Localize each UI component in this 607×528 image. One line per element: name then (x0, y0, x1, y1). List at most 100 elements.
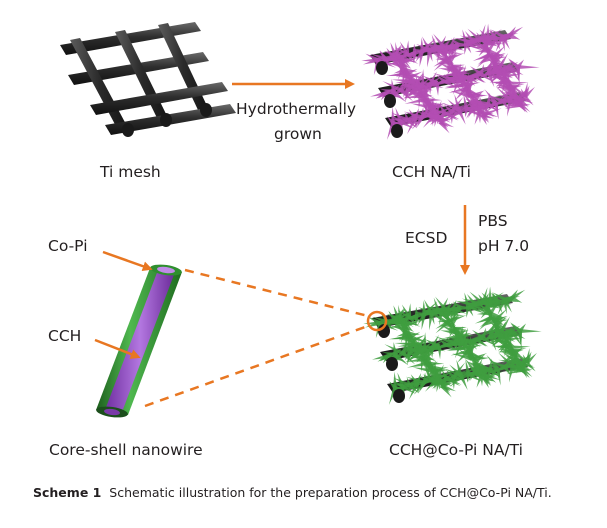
nanowire-spike (382, 352, 396, 357)
nanowire-spike (406, 71, 427, 80)
nanowire-spike (404, 97, 426, 104)
nanowire-spike (440, 297, 449, 311)
nanowire-spike (372, 316, 389, 324)
nanowire-spike (510, 289, 526, 300)
nanowire-spike (446, 345, 466, 350)
nanowire-spike (477, 102, 482, 112)
nanowire-spike (450, 59, 459, 75)
nanowire-spike (501, 100, 510, 110)
nanowire-spike (439, 118, 452, 124)
caption-text: Schematic illustration for the preparati… (109, 485, 552, 500)
nanowire-spike (473, 354, 486, 365)
nanowire-spike (380, 89, 394, 94)
nanowire-spike (486, 23, 490, 40)
nanowire-spike (403, 111, 424, 120)
nanowire-spike (479, 368, 496, 373)
nanowire-spike (437, 346, 442, 360)
nanowire-spike (452, 372, 470, 385)
nanowire-spike (403, 87, 419, 99)
nanowire-spike (379, 354, 390, 362)
nanowire-spike (445, 52, 458, 61)
nanowire-spike (503, 330, 508, 341)
nanowire-spike (468, 347, 477, 364)
nanowire-spike (463, 335, 468, 349)
nanowire-spike (471, 91, 484, 102)
label-ph: pH 7.0 (478, 237, 529, 255)
nanowire-spike (470, 72, 483, 80)
label-cch-na-ti: CCH NA/Ti (392, 163, 471, 181)
nanowire-spike (519, 329, 542, 333)
nanowire-spike (463, 336, 484, 342)
nanowire-spike (452, 353, 473, 361)
nanowire-spike (428, 71, 437, 86)
nanowire-spike (416, 77, 432, 90)
cch-copi-na-ti-illustration (363, 286, 542, 405)
label-grown: grown (274, 125, 322, 143)
nanowire-spike (466, 85, 475, 101)
nanowire-spike (487, 58, 499, 67)
nanowire-spike (413, 107, 420, 120)
nanowire-spike (444, 368, 462, 378)
nanowire-spike (478, 294, 486, 304)
nanowire-spike (470, 110, 483, 117)
nanowire-spike (459, 35, 482, 43)
nanowire-spike (435, 82, 440, 96)
nanowire-spike (397, 317, 408, 331)
core-shell-nanowire-illustration (96, 264, 182, 418)
nanowire-spike (415, 50, 424, 62)
nanowire-spike (409, 335, 430, 343)
nanowire-spike (477, 302, 492, 315)
nanowire-spike (440, 72, 457, 77)
nanowire-spike (442, 45, 449, 56)
nanowire-spike (409, 383, 419, 400)
nanowire-spike (398, 304, 403, 322)
nanowire-spike (393, 68, 406, 74)
nanowire-spike (517, 65, 540, 69)
nanowire-spike (484, 330, 504, 338)
figure-caption: Scheme 1 Schematic illustration for the … (33, 484, 577, 502)
scheme-diagram: Ti mesh Hydrothermally grown CCH NA/Ti E… (48, 22, 542, 459)
nanowire-spike (455, 65, 463, 82)
nanowire-spike (420, 81, 430, 97)
nanowire-spike (507, 81, 529, 86)
nanowire-spike (482, 377, 489, 388)
nanowire-spike (390, 112, 409, 122)
nanowire-spike (492, 81, 508, 86)
label-ecsd: ECSD (405, 229, 447, 247)
nanowire-spike (448, 108, 461, 122)
label-pbs: PBS (478, 212, 508, 230)
nanowire-spike (454, 94, 461, 111)
nanowire-spike (404, 327, 415, 342)
zoom-circle (366, 310, 388, 332)
nanowire-spike (385, 71, 408, 77)
nanowire-spike (444, 83, 464, 88)
nanowire-spike (420, 107, 425, 118)
nanowire-spike (486, 38, 498, 52)
zoom-line-top (184, 268, 369, 318)
nanowire-spike (479, 365, 484, 375)
nanowire-spike (469, 90, 486, 99)
nanowire-spike (413, 381, 426, 395)
nanowire-spike (499, 321, 506, 333)
nanowire-spike (433, 104, 437, 115)
nanowire-spike (509, 66, 524, 76)
label-core-shell-nanowire: Core-shell nanowire (49, 441, 203, 459)
nanowire-spike (426, 80, 438, 85)
nanowire-spike (482, 67, 502, 75)
nanowire-spike (448, 315, 467, 324)
nanowire-spike (419, 46, 441, 50)
nanowire-spike (382, 81, 402, 92)
nanowire-spike (414, 315, 419, 327)
nanowire-spike (403, 88, 424, 98)
nanowire-spike (511, 330, 526, 340)
nanowire-spike (497, 58, 504, 70)
nanowire-spike (516, 89, 528, 103)
nanowire-spike (429, 313, 434, 331)
nanowire-spike (452, 321, 461, 338)
nanowire-spike (508, 33, 521, 40)
nanowire-spike (445, 337, 456, 345)
nanowire-spike (516, 59, 525, 69)
nanowire-spike (437, 62, 456, 73)
nanowire-spike (416, 43, 431, 52)
nanowire-spike (402, 314, 418, 320)
